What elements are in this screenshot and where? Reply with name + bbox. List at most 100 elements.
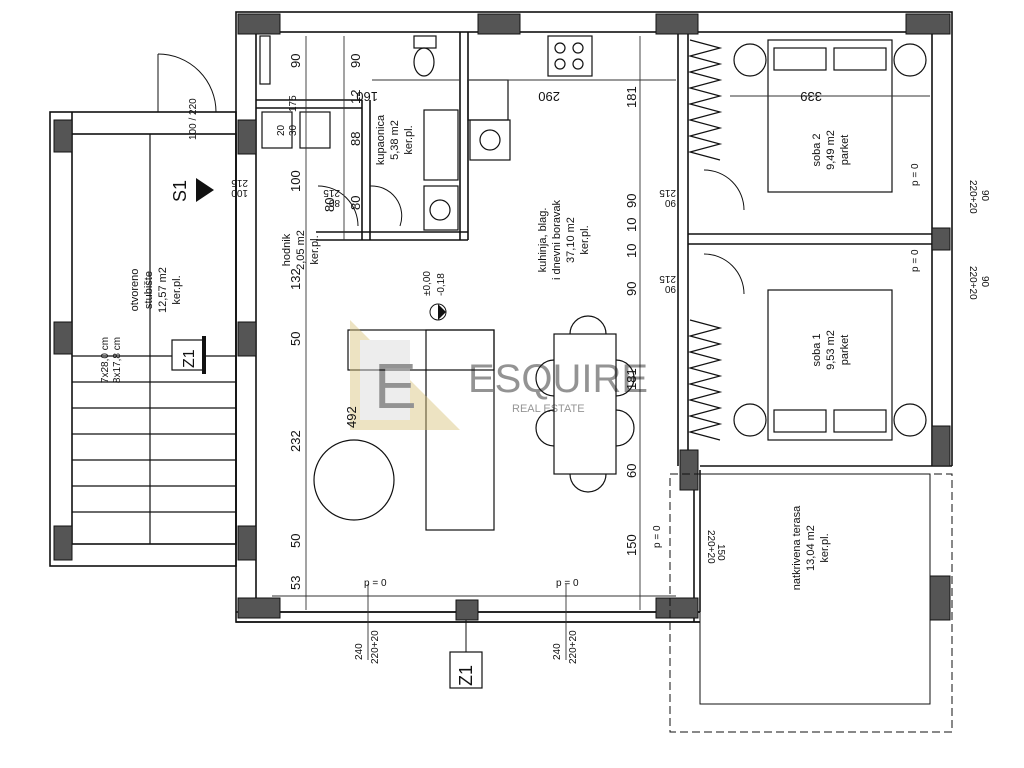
toilet [413,47,435,77]
stove [547,35,593,77]
opening-texts: 100 / 220 215 100 215 80 215 90 215 90 2… [188,98,990,664]
opening: p = 0 [364,578,387,589]
column [929,575,951,621]
bath-label-3: ker.pl. [403,125,415,154]
walls-detail [49,32,952,623]
dim: 175 [288,95,299,112]
column [455,599,479,621]
rug [313,439,395,521]
watermark: E ESQUIRE REAL ESTATE [350,320,648,430]
bath-label-2: 5,38 m2 [389,120,401,160]
dim: 50 [288,332,303,346]
column [237,119,257,155]
opening: 90 [664,197,676,208]
living-label-2: i dnevni boravak [551,199,563,280]
opening: 215 [231,177,248,188]
column [53,525,73,561]
dim: 150 [624,534,639,556]
opening: 220+20 [705,530,716,564]
room1-label-2: 9,53 m2 [825,330,837,370]
living-label-1: kuhinja, blag. [537,208,549,273]
column [237,13,281,35]
hall-label-3: ker.pl. [309,235,321,264]
room-1: soba 1 9,53 m2 parket [811,330,851,370]
column [237,321,257,357]
dimension-texts: 90 90 160 290 339 181 181 88 80 80 100 1… [276,54,822,590]
terrace-label-3: ker.pl. [819,533,831,562]
dimension-lines [272,36,930,660]
section-z1-left-label: Z1 [181,349,198,368]
hall-label-2: 2,05 m2 [295,230,307,270]
dim: 100 [288,170,303,192]
opening: 90 [664,283,676,294]
level-mark: ±0,00 -0,18 [422,271,447,321]
room-2: soba 2 9,49 m2 parket [811,130,851,170]
column [237,597,281,619]
dim: 10 [624,244,639,258]
stair-label-3: 12,57 m2 [157,267,169,313]
dim: 80 [322,198,337,212]
opening: 220+20 [370,630,381,664]
level-top: ±0,00 [422,271,433,296]
terrace-outline [669,473,953,733]
dim: 10 [624,218,639,232]
stairs-note: 7x28,0 cm 8x17,8 cm [100,337,123,383]
dim: 90 [624,194,639,208]
watermark-subtitle: REAL ESTATE [512,403,585,415]
dim: 160 [356,89,378,104]
column [931,425,951,467]
opening: p = 0 [910,163,921,186]
room1-label-1: soba 1 [811,333,823,366]
room-living: kuhinja, blag. i dnevni boravak 37,10 m2… [537,199,591,280]
dim: 290 [538,89,560,104]
column [477,13,521,35]
stairs-note-2: 8x17,8 cm [112,337,123,383]
opening: 90 [979,276,990,288]
column [679,449,699,491]
column [53,321,73,355]
column [931,227,951,251]
living-label-3: 37,10 m2 [565,217,577,263]
terrace-label-1: natkrivena terasa [791,505,803,590]
dim: 232 [288,430,303,452]
dim: 80 [348,196,363,210]
opening: p = 0 [556,578,579,589]
stair-label-1: otvoreno [129,269,141,312]
level-bottom: -0,18 [436,273,447,296]
opening: 100 [231,187,248,198]
opening: 80 [328,197,340,208]
room1-label-3: parket [839,335,851,366]
opening: p = 0 [910,249,921,272]
section-mark-s1: S1 [170,178,214,202]
opening: 215 [659,273,676,284]
living-label-4: ker.pl. [579,225,591,254]
opening: 240 [552,643,563,660]
dim: 88 [348,132,363,146]
hall-label-1: hodnik [281,233,293,266]
opening: 100 / 220 [188,98,199,140]
section-z1-bottom-label: Z1 [456,665,476,686]
dim: 181 [624,86,639,108]
opening: 220+20 [967,180,978,214]
room2-label-1: soba 2 [811,133,823,166]
dim: 90 [288,54,303,68]
column [655,597,699,619]
furniture [72,35,927,544]
section-mark-z1-bottom: Z1 [449,620,483,689]
section-mark-z1-left: Z1 [171,336,206,374]
dim: 30 [288,124,299,136]
bed-room2 [767,39,893,193]
column [237,525,257,561]
bath-label-1: kupaonica [375,114,387,165]
room-bath: kupaonica 5,38 m2 ker.pl. [375,114,415,165]
column [53,119,73,153]
opening: p = 0 [652,525,663,548]
column [905,13,951,35]
dim: 12 [348,90,363,104]
stair-label-2: stubište [143,271,155,309]
dim: 50 [288,534,303,548]
opening: 215 [323,187,340,198]
opening: 150 [715,544,726,561]
opening: 220+20 [967,266,978,300]
